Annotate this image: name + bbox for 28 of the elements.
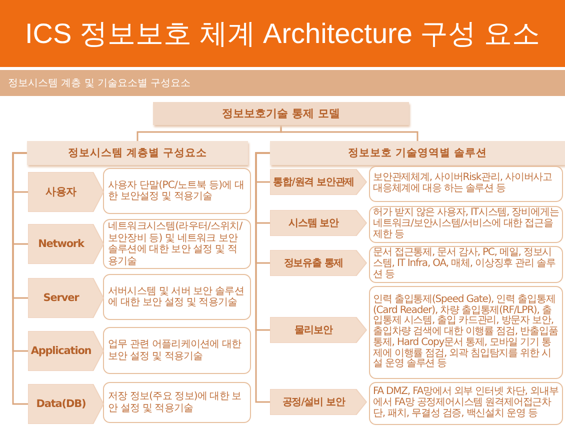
category-header: 정보시스템 계층별 구성요소	[27, 141, 248, 165]
description-box: FA DMZ, FA망에서 외부 인터넷 차단, 외내부에서 FA망 공정제어시스템 원격제어접근차단, 패치, 무결성 검증, 백신설치 운영 등	[369, 382, 563, 425]
category-header: 정보보호 기술영역별 솔루션	[270, 141, 565, 165]
connector-line	[12, 152, 28, 405]
chevron-label: 물리보안	[270, 317, 367, 343]
chevron-label: Data(DB)	[28, 384, 104, 424]
description-box: 인력 출입통제(Speed Gate), 인력 출입통제 (Card Reader), 차량 출입통제(RF/LPR), 출입통제 시스템, 출입 카드관리, 방문자 보안, 출입차량 검색에 대한 이행률 점검, 반출입품 통제, Hard Copy문서 통제, 모바일 기기 통제에 이행률 점검, 외곽 침입탐지를 위한 시설 운영 솔루션 등	[369, 286, 563, 379]
chevron-label: 통합/원격 보안관제	[270, 169, 367, 195]
title: ICS 정보보호 체계 Architecture 구성 요소	[0, 0, 565, 67]
chevron-label: 정보유출 통제	[270, 250, 367, 276]
connector-line	[255, 152, 270, 403]
connector-line	[280, 125, 418, 141]
model-box: 정보보호기술 통제 모델	[153, 102, 409, 125]
description-box: 서버시스템 및 서버 보안 솔루션에 대한 보안 설정 및 적용기술	[103, 274, 251, 320]
description-box: 사용자 단말(PC/노트북 등)에 대한 보안설정 및 적용기술	[103, 168, 251, 214]
description-box: 문서 접근통제, 문서 감사, PC, 메일, 정보시스템, IT Infra, OA, 매체, 이상징후 관리 솔루션 등	[369, 246, 563, 283]
description-box: 저장 정보(주요 정보)에 대한 보안 설정 및 적용기술	[103, 382, 251, 423]
chevron-label: Server	[28, 278, 104, 318]
chevron-label: Application	[28, 331, 104, 371]
chevron-label: Network	[28, 224, 104, 264]
chevron-label: 시스템 보안	[270, 210, 367, 236]
description-box: 네트워크시스템(라우터/스위치/보안장비 등) 및 네트워크 보안솔루션에 대한 보안 설정 및 적용기술	[103, 219, 251, 269]
chevron-label: 사용자	[28, 172, 104, 212]
description-box: 허가 받지 않은 사용자, IT시스템, 장비에게는 네트워크/보안시스템/서비스에 대한 접근을 제한 등	[369, 206, 563, 243]
section-header: 정보시스템 계층 및 기술요소별 구성요소	[0, 70, 565, 96]
chevron-label: 공정/설비 보안	[270, 389, 367, 415]
description-box: 보안관제체계, 사이버Risk관리, 사이버사고 대응체계에 대응 하는 솔루션 등	[369, 166, 563, 202]
description-box: 업무 관련 어플리케이션에 대한 보안 설정 및 적용기술	[103, 327, 251, 374]
